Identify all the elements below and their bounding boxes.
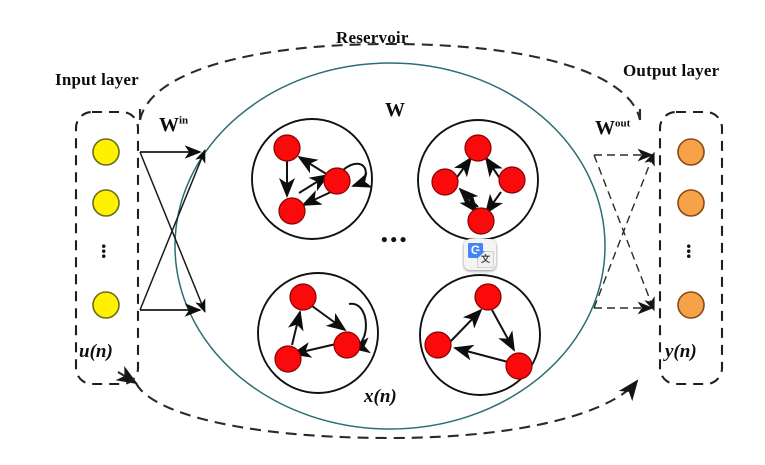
reservoir-title: Reservoir	[336, 28, 409, 47]
reservoir-node	[467, 207, 495, 235]
output-layer-label: Output layer	[623, 61, 720, 80]
w-out-base: W	[595, 117, 615, 139]
reservoir-node	[289, 283, 317, 311]
w-matrix-base: W	[385, 99, 405, 121]
input-vector-label: u(n)	[79, 341, 113, 362]
w-in-label: Win	[159, 114, 188, 137]
output-layer-box	[658, 110, 724, 386]
input-node	[92, 138, 120, 166]
reservoir-cluster-top-right	[417, 119, 539, 241]
reservoir-node	[424, 331, 452, 359]
output-vector-label: y(n)	[665, 341, 697, 362]
output-nodes-group	[677, 138, 705, 319]
dot: .	[101, 228, 107, 253]
reservoir-node	[274, 345, 302, 373]
reservoir-outer-dashed-boundary	[138, 42, 642, 121]
reservoir-node	[474, 283, 502, 311]
reservoir-node	[278, 197, 306, 225]
input-node	[92, 291, 120, 319]
state-vector-label: x(n)	[364, 386, 397, 407]
google-translate-fold-icon	[477, 251, 485, 259]
w-in-base: W	[159, 114, 179, 136]
reservoir-node	[323, 167, 351, 195]
output-node	[677, 291, 705, 319]
reservoir-node	[498, 166, 526, 194]
dot: .	[686, 238, 692, 263]
reservoir-node	[431, 168, 459, 196]
input-layer-box	[74, 110, 140, 386]
input-layer-label: Input layer	[55, 70, 139, 89]
reservoir-cluster-top-left	[251, 118, 373, 240]
w-in-connections	[139, 145, 206, 317]
reservoir-cluster-bottom-right	[419, 274, 541, 396]
dot: .	[686, 233, 692, 258]
w-out-superscript: out	[615, 117, 631, 130]
dot: .	[101, 238, 107, 263]
reservoir-ellipse	[174, 62, 606, 430]
input-node	[92, 189, 120, 217]
output-vertical-ellipsis: . . .	[686, 228, 692, 263]
reservoir-node	[273, 134, 301, 162]
w-out-label: Wout	[595, 117, 630, 140]
w-in-superscript: in	[179, 114, 189, 127]
dot: .	[101, 233, 107, 258]
w-out-connections	[593, 148, 655, 315]
reservoir-node	[333, 331, 361, 359]
reservoir-cluster-bottom-left	[257, 272, 379, 394]
reservoir-node	[505, 352, 533, 380]
input-vertical-ellipsis: . . .	[101, 228, 107, 263]
output-node	[677, 189, 705, 217]
w-matrix-label: W	[385, 99, 405, 122]
dot: .	[686, 228, 692, 253]
google-translate-badge[interactable]: G 文	[464, 239, 496, 270]
reservoir-node	[464, 134, 492, 162]
output-node	[677, 138, 705, 166]
feedback-dashed-path	[115, 365, 639, 440]
input-nodes-group	[92, 138, 120, 319]
reservoir-horizontal-ellipsis: • • •	[381, 230, 406, 251]
